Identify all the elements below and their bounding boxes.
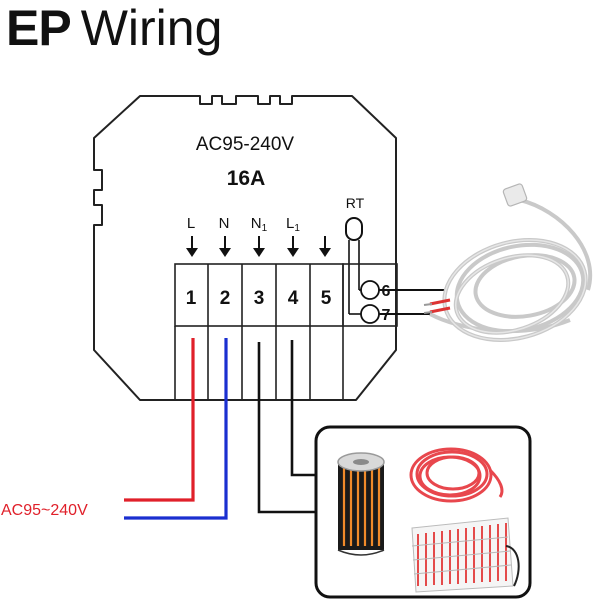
terminal-number-3: 3 (254, 288, 265, 309)
sensor-terminal-7: 7 (382, 307, 391, 324)
terminal-arrows (186, 236, 331, 257)
sensor-terminal-6: 6 (382, 283, 391, 300)
arrow-down-icon (186, 236, 198, 257)
title-rest: Wiring (80, 0, 223, 56)
sensor-terminal-6-screw (360, 280, 380, 300)
thermostat-body-outline (93, 95, 397, 401)
heating-mat-icon (411, 517, 520, 593)
load-wire-n1 (257, 342, 334, 514)
terminal-label-4: L1 (286, 215, 300, 234)
device-voltage: AC95-240V (196, 134, 295, 155)
arrow-down-icon (319, 236, 331, 257)
terminal-number-4: 4 (288, 288, 299, 309)
terminal-label-3: N1 (251, 215, 268, 234)
sensor-label: RT (346, 195, 365, 211)
heating-cable-coil-icon (409, 447, 504, 503)
live-wire (124, 338, 195, 502)
neutral-wire (124, 338, 228, 520)
supply-label: AC95~240V (1, 502, 88, 519)
sensor-probe-head-icon (502, 183, 528, 207)
coiled-sensor-cable (429, 198, 592, 342)
device-current: 16A (227, 167, 266, 190)
heating-film-roll-icon (337, 452, 385, 556)
arrow-down-icon (287, 236, 299, 257)
terminal-label-1: L (187, 215, 195, 232)
sensor-terminal-block (342, 263, 398, 327)
terminal-number-2: 2 (220, 288, 231, 309)
sensor-terminal-7-screw (360, 304, 380, 324)
arrow-down-icon (253, 236, 265, 257)
arrow-down-icon (219, 236, 231, 257)
terminal-number-5: 5 (321, 288, 332, 309)
cable-lead-ends-icon (423, 298, 451, 314)
terminal-number-1: 1 (186, 288, 197, 309)
terminal-numbers: 1 2 3 4 5 (186, 288, 332, 309)
sensor-probe-icon (345, 217, 363, 241)
title-bold: EP (6, 0, 72, 56)
terminal-label-2: N (219, 215, 230, 232)
